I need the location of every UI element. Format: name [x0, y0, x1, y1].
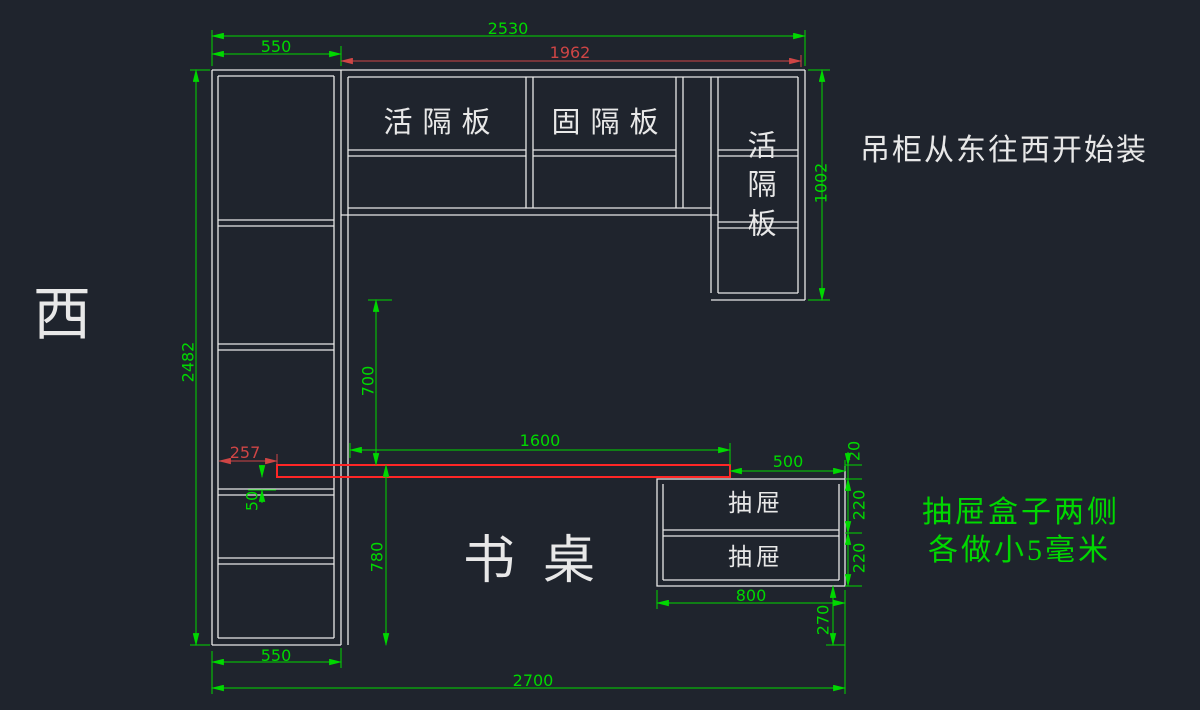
dim-desk-inset: 257	[229, 443, 261, 462]
furniture-outline	[211, 69, 846, 646]
drawer-top-label: 抽屉	[728, 491, 784, 517]
movable-shelf-right-label: 活隔板	[743, 130, 775, 247]
dim-drawer-bottom-height: 220	[849, 542, 869, 574]
movable-shelf-label: 活隔板	[383, 107, 501, 139]
dim-desk-clear-span: 1600	[519, 431, 561, 450]
dim-right-section-width: 500	[772, 452, 804, 471]
desk-label: 书桌	[463, 533, 624, 590]
dim-under-desk-gap: 50	[242, 490, 262, 512]
compass-west-label: 西	[33, 282, 92, 347]
dim-right-hang-height: 1002	[811, 162, 831, 204]
hanging-cabinet-note: 吊柜从东往西开始装	[860, 134, 1148, 167]
dim-left-width-bottom: 550	[260, 646, 292, 665]
dim-hanging-width: 1962	[549, 43, 591, 62]
dim-desk-height: 780	[367, 541, 387, 573]
drawer-bottom-label: 抽屉	[728, 545, 784, 571]
dimension-lines-red	[217, 55, 803, 465]
dim-drawer-unit-width: 800	[735, 586, 767, 605]
dim-total-width-bottom: 2700	[512, 671, 554, 690]
dimension-lines-green	[190, 30, 862, 694]
dim-left-width-top: 550	[260, 37, 292, 56]
dim-drawer-top-height: 220	[849, 489, 869, 521]
fixed-shelf-label: 固隔板	[551, 107, 669, 139]
dim-total-height: 2482	[178, 341, 198, 383]
dim-desk-top-thickness: 20	[844, 440, 864, 462]
dim-total-width-top: 2530	[487, 19, 529, 38]
dim-hang-to-desk: 700	[358, 365, 378, 397]
dim-drawer-clearance: 270	[813, 604, 833, 636]
drawer-note-line2: 各做小5毫米	[928, 534, 1111, 567]
drawer-note-line1: 抽屉盒子两侧	[922, 496, 1120, 529]
desk-top-highlight	[276, 464, 731, 478]
